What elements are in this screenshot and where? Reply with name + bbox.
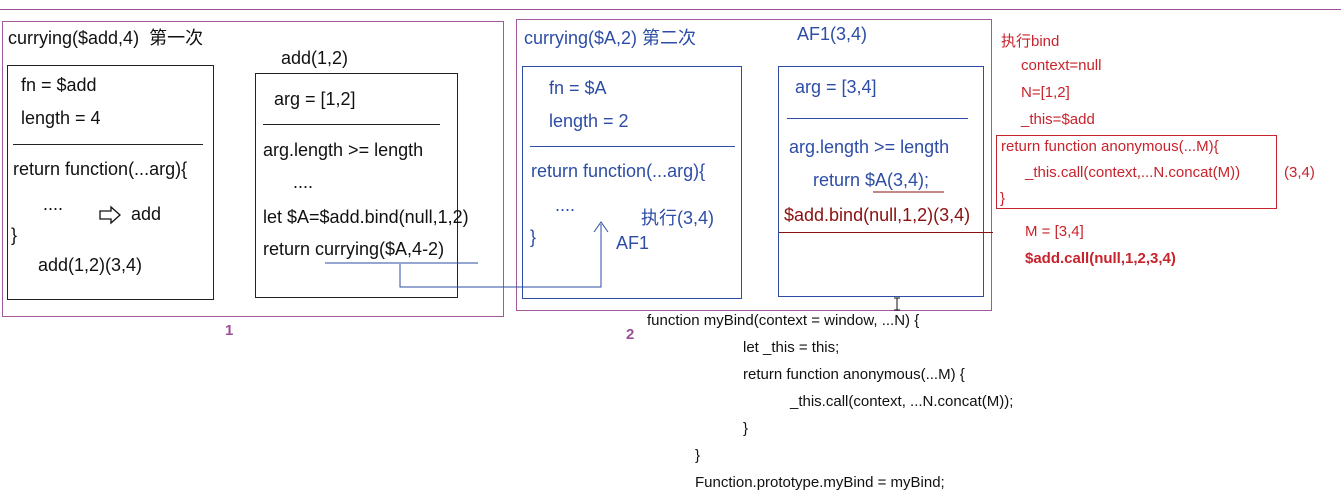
hollow-arrow-icon: [99, 205, 121, 225]
box-a-arrow-label: add: [131, 204, 162, 224]
note-call: $add.call(null,1,2,3,4): [1025, 250, 1176, 267]
top-divider-line: [0, 9, 1341, 10]
box-c-line4: ....: [555, 195, 576, 215]
note-context: context=null: [1021, 57, 1102, 74]
code-line1: function myBind(context = window, ...N) …: [647, 312, 920, 329]
note-ret3: }: [1000, 190, 1006, 207]
box-a-line3: return function(...arg){: [13, 159, 188, 179]
box-a-line4: ....: [43, 194, 64, 214]
code-line5: }: [743, 420, 749, 437]
note-ret1: return function anonymous(...M){: [1001, 138, 1219, 155]
box-d-line2: arg.length >= length: [789, 137, 950, 157]
code-line7: Function.prototype.myBind = myBind;: [695, 474, 945, 491]
box-c-line3: return function(...arg){: [531, 161, 706, 181]
box-b-divider: [263, 124, 440, 125]
code-line4: _this.call(context, ...N.concat(M));: [790, 393, 1014, 410]
box-b-line5: return currying($A,4-2): [263, 239, 445, 259]
box-curry-closure: [7, 65, 214, 300]
note-exec-bind: 执行bind: [1001, 33, 1060, 50]
frame1-number: 1: [225, 322, 234, 339]
box-a-divider: [13, 144, 203, 145]
box-b-title: add(1,2): [281, 48, 349, 68]
box-c-line1: fn = $A: [549, 78, 607, 98]
note-this: _this=$add: [1021, 111, 1095, 128]
note-side: (3,4): [1284, 164, 1315, 181]
box-b-line1: arg = [1,2]: [274, 89, 356, 109]
box-add-call: [255, 73, 458, 298]
note-ret2: _this.call(context,...N.concat(M)): [1025, 164, 1241, 181]
frame1-title: currying($add,4) 第一次: [8, 28, 204, 48]
box-c-line5: }: [530, 227, 537, 247]
frame2-title: currying($A,2) 第二次: [524, 28, 697, 48]
code-line3: return function anonymous(...M) {: [743, 366, 965, 383]
box-a-line6: add(1,2)(3,4): [38, 255, 143, 275]
box-d-divider: [787, 118, 968, 119]
frame2-af-title: AF1(3,4): [797, 24, 868, 44]
box-a-line2: length = 4: [21, 108, 101, 128]
code-line6: }: [695, 447, 701, 464]
box-c-af1: AF1: [616, 233, 650, 253]
box-b-line2: arg.length >= length: [263, 140, 424, 160]
note-m: M = [3,4]: [1025, 223, 1084, 240]
box-d-line1: arg = [3,4]: [795, 77, 877, 97]
box-a-line5: }: [11, 225, 18, 245]
box-second-closure: [522, 66, 742, 299]
note-return-box: [996, 135, 1277, 209]
note-n: N=[1,2]: [1021, 84, 1070, 101]
code-line2: let _this = this;: [743, 339, 840, 356]
connector-arrowhead-icon: [593, 221, 609, 233]
box-b-line4: let $A=$add.bind(null,1,2): [263, 207, 469, 227]
box-d-line4: $add.bind(null,1,2)(3,4): [784, 205, 971, 225]
box-d-divider-2: [779, 232, 993, 233]
connector-line: [399, 224, 602, 288]
box-b-line3: ....: [293, 172, 314, 192]
frame2-number: 2: [626, 326, 635, 343]
box-c-exec: 执行(3,4): [641, 208, 715, 228]
box-c-line2: length = 2: [549, 111, 629, 131]
frame-first-call: [2, 21, 504, 317]
text-cursor-icon: [894, 297, 900, 311]
box-d-line3: return $A(3,4);: [813, 170, 930, 190]
box-af1-call: [778, 66, 984, 297]
box-a-line1: fn = $add: [21, 75, 97, 95]
box-c-divider: [530, 146, 735, 147]
frame-second-call: [516, 19, 992, 311]
